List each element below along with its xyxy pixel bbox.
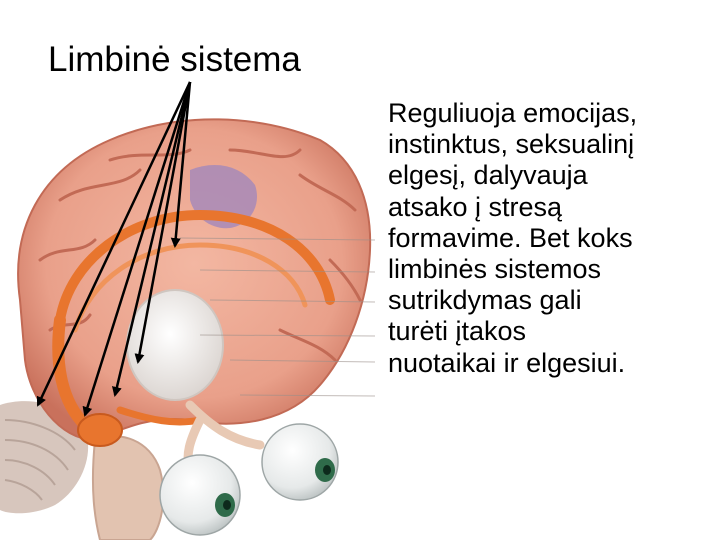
cerebral-cortex xyxy=(17,118,372,442)
slide-body-text: Reguliuoja emocijas, instinktus, seksual… xyxy=(388,98,638,378)
eye-right xyxy=(261,423,339,501)
label-leader-lines xyxy=(179,237,376,397)
slide-title: Limbinė sistema xyxy=(48,40,301,79)
limbic-system xyxy=(52,209,335,447)
brainstem xyxy=(91,435,165,540)
title-pointer-arrows xyxy=(36,81,192,417)
eye-left xyxy=(159,454,241,536)
